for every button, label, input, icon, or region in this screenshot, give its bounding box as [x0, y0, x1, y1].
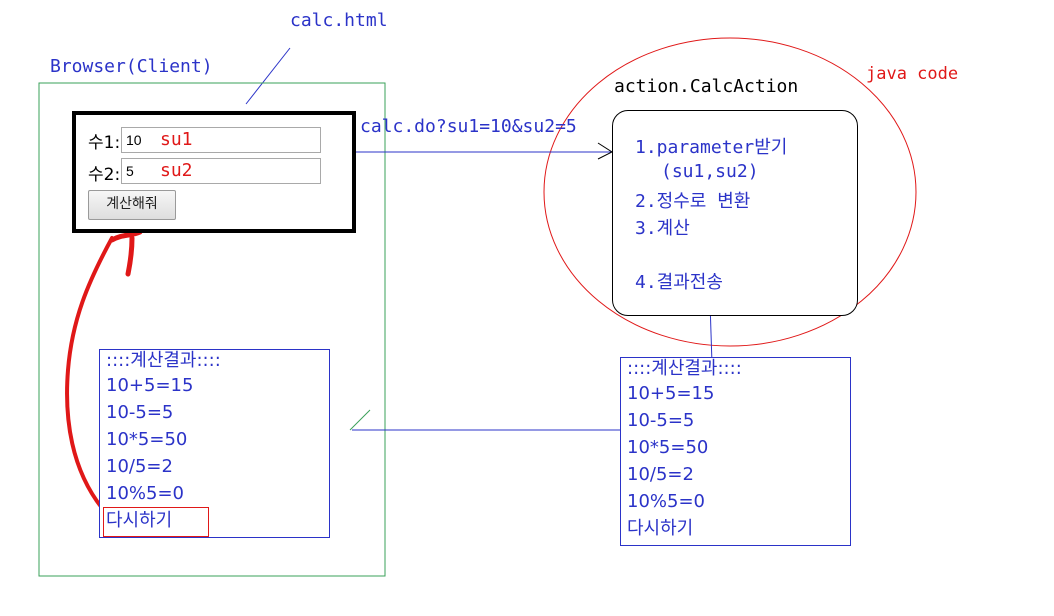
step-3: 3.계산	[635, 218, 690, 239]
result-line-mod: 10%5=0	[106, 483, 184, 504]
su2-input[interactable]: 5 su2	[121, 158, 321, 184]
browser-result-box: ::::계산결과:::: 10+5=15 10-5=5 10*5=50 10/5…	[99, 349, 330, 538]
server-result-title: ::::계산결과::::	[627, 358, 742, 379]
retry-loop-arrow	[65, 236, 114, 510]
java-code-ellipse	[543, 37, 917, 347]
step-2: 2.정수로 변환	[635, 191, 751, 212]
su2-hint: su2	[160, 160, 193, 181]
field1-label: 수1:	[88, 133, 121, 153]
java-code-label: java code	[866, 64, 959, 84]
result-line-mul: 10*5=50	[106, 429, 188, 450]
browser-label: Browser(Client)	[50, 56, 213, 77]
server-retry-link[interactable]: 다시하기	[627, 518, 694, 539]
retry-highlight	[103, 507, 209, 537]
calc-html-pointer	[245, 47, 291, 105]
calculate-button[interactable]: 계산해줘	[88, 190, 176, 220]
server-result-box: ::::계산결과:::: 10+5=15 10-5=5 10*5=50 10/5…	[620, 357, 851, 546]
su1-input[interactable]: 10 su1	[121, 127, 321, 153]
response-tick	[349, 409, 371, 431]
result-line-sub: 10-5=5	[106, 402, 174, 423]
calc-html-label: calc.html	[290, 10, 388, 31]
request-arrow-head	[597, 142, 614, 160]
field2-label: 수2:	[88, 165, 121, 185]
retry-loop-arrowhead	[109, 229, 143, 277]
action-label: action.CalcAction	[614, 76, 799, 97]
server-result-line-add: 10+5=15	[627, 383, 715, 404]
server-result-line-sub: 10-5=5	[627, 410, 695, 431]
request-label: calc.do?su1=10&su2=5	[360, 116, 577, 137]
calc-form: 수1: 10 su1 수2: 5 su2 계산해줘	[72, 111, 356, 233]
su2-value: 5	[126, 163, 134, 179]
server-result-line-mul: 10*5=50	[627, 437, 709, 458]
step-4: 4.결과전송	[635, 272, 723, 293]
result-line-div: 10/5=2	[106, 456, 173, 477]
result-line-add: 10+5=15	[106, 375, 194, 396]
result-title: ::::계산결과::::	[106, 350, 221, 371]
retry-link[interactable]: 다시하기	[106, 510, 173, 531]
browser-frame	[38, 82, 386, 577]
calc-action-box: 1.parameter받기 (su1,su2) 2.정수로 변환 3.계산 4.…	[612, 110, 858, 316]
su1-value: 10	[126, 132, 142, 148]
su1-hint: su1	[160, 129, 193, 150]
server-result-line-div: 10/5=2	[627, 464, 694, 485]
step-1-params: (su1,su2)	[661, 161, 759, 182]
step-1: 1.parameter받기	[635, 137, 788, 158]
server-result-line-mod: 10%5=0	[627, 491, 705, 512]
